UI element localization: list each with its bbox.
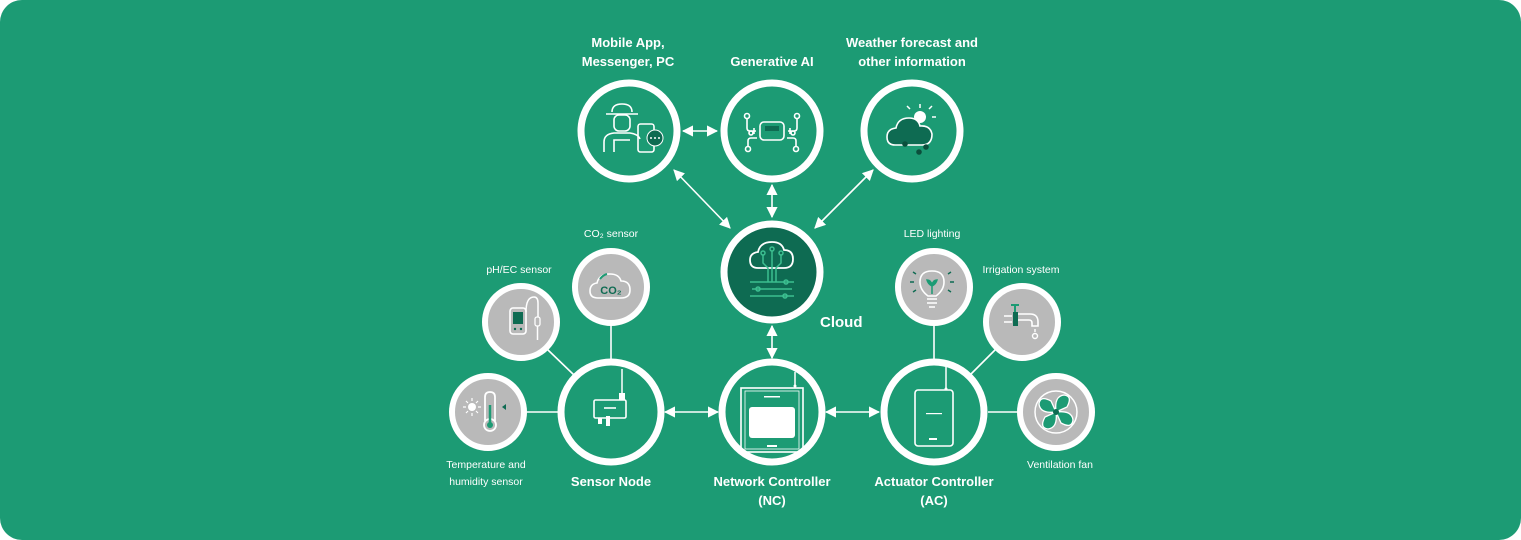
node-phec-sensor[interactable]: pH/EC sensor xyxy=(482,264,560,361)
ac-device-icon xyxy=(914,367,954,447)
node-ventilation-fan[interactable]: Ventilation fan xyxy=(1017,373,1095,471)
robot-circuit-icon xyxy=(743,112,801,153)
connectors xyxy=(527,125,1018,418)
faucet-icon xyxy=(1004,304,1039,340)
label-sensor-node: Sensor Node xyxy=(571,474,651,489)
node-weather[interactable]: Weather forecast and other information xyxy=(846,35,978,183)
light-bulb-icon xyxy=(910,270,954,308)
farmer-phone-icon xyxy=(603,103,655,153)
sensor-device-icon xyxy=(593,369,627,426)
label-led: LED lighting xyxy=(904,228,961,240)
label-cloud: Cloud xyxy=(820,314,863,331)
line-phec-sensornode xyxy=(547,349,575,376)
ph-meter-icon xyxy=(509,296,541,340)
label-mobile-line2: Messenger, PC xyxy=(582,54,675,69)
node-cloud[interactable]: Cloud xyxy=(720,220,863,331)
node-sensor-node[interactable]: Sensor Node xyxy=(557,358,665,489)
label-nc-line1: Network Controller xyxy=(713,474,830,489)
thermometer-sun-icon xyxy=(463,391,506,432)
node-temperature-sensor[interactable]: Temperature and humidity sensor xyxy=(446,373,527,488)
label-ac-line1: Actuator Controller xyxy=(874,474,993,489)
label-mobile-line1: Mobile App, xyxy=(591,35,664,50)
node-led-lighting[interactable]: LED lighting xyxy=(895,228,973,326)
label-phec: pH/EC sensor xyxy=(486,264,552,276)
label-fan: Ventilation fan xyxy=(1027,459,1093,471)
node-actuator-controller[interactable]: Actuator Controller (AC) xyxy=(874,358,994,508)
label-co2: CO₂ sensor xyxy=(584,228,639,240)
cloud-circuit-icon xyxy=(749,241,794,299)
arrow-weather-cloud xyxy=(814,169,874,229)
co2-cloud-icon: CO₂ xyxy=(589,273,631,299)
fan-icon xyxy=(1034,390,1078,434)
node-co2-sensor[interactable]: CO₂ CO₂ sensor xyxy=(572,228,650,326)
node-generative-ai[interactable]: Generative AI xyxy=(720,54,824,183)
label-nc-line2: (NC) xyxy=(758,493,785,508)
label-weather-line2: other information xyxy=(858,54,966,69)
line-irrigation-ac xyxy=(969,349,996,376)
nc-device-icon xyxy=(740,372,804,453)
cloud-sun-rain-icon xyxy=(886,104,936,155)
arrow-mobile-cloud xyxy=(673,169,731,229)
co2-icon-text: CO₂ xyxy=(600,285,622,297)
node-network-controller[interactable]: Network Controller (NC) xyxy=(713,358,831,508)
label-temp-line1: Temperature and xyxy=(446,459,526,471)
label-weather-line1: Weather forecast and xyxy=(846,35,978,50)
node-mobile-app[interactable]: Mobile App, Messenger, PC xyxy=(577,35,681,183)
label-ac-line2: (AC) xyxy=(920,493,947,508)
label-genai: Generative AI xyxy=(730,54,813,69)
label-irrigation: Irrigation system xyxy=(982,264,1059,276)
node-irrigation[interactable]: Irrigation system xyxy=(982,264,1061,361)
label-temp-line2: humidity sensor xyxy=(449,476,523,488)
